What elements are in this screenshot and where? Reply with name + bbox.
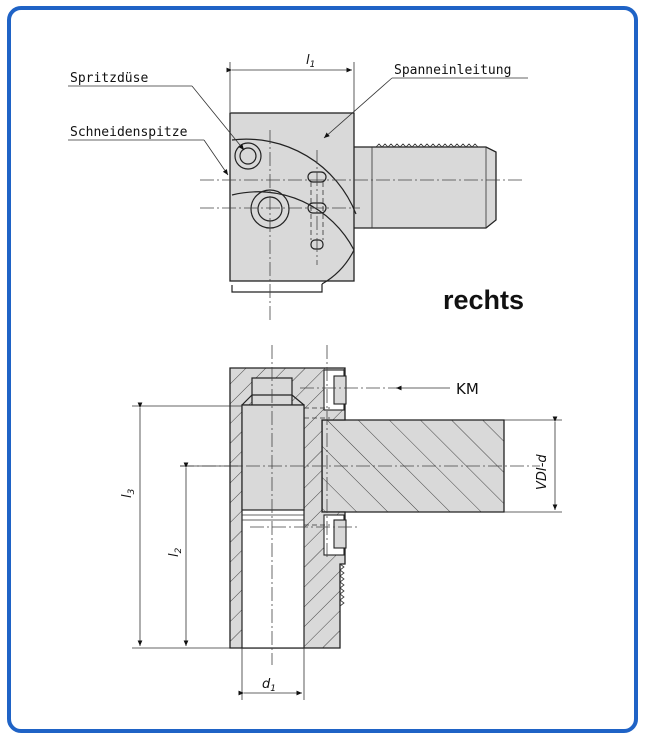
top-flange	[231, 191, 355, 251]
section-view	[132, 345, 562, 700]
label-cutting-tip: Schneidenspitze	[70, 125, 188, 140]
shank-serrations	[371, 143, 487, 228]
dim-l3: l3	[120, 488, 137, 498]
dim-d1: d1	[262, 677, 276, 694]
top-view	[200, 62, 525, 320]
label-clamping: Spanneinleitung	[394, 63, 511, 78]
side-label: rechts	[443, 285, 524, 315]
dim-vdi: VDI-d	[535, 454, 550, 490]
label-nozzle: Spritzdüse	[70, 71, 148, 86]
top-shank	[351, 146, 497, 229]
dim-l2: l2	[167, 547, 184, 557]
nozzle-hole	[234, 142, 262, 170]
label-km: KM	[456, 380, 479, 398]
dim-l1: l1	[306, 53, 315, 70]
